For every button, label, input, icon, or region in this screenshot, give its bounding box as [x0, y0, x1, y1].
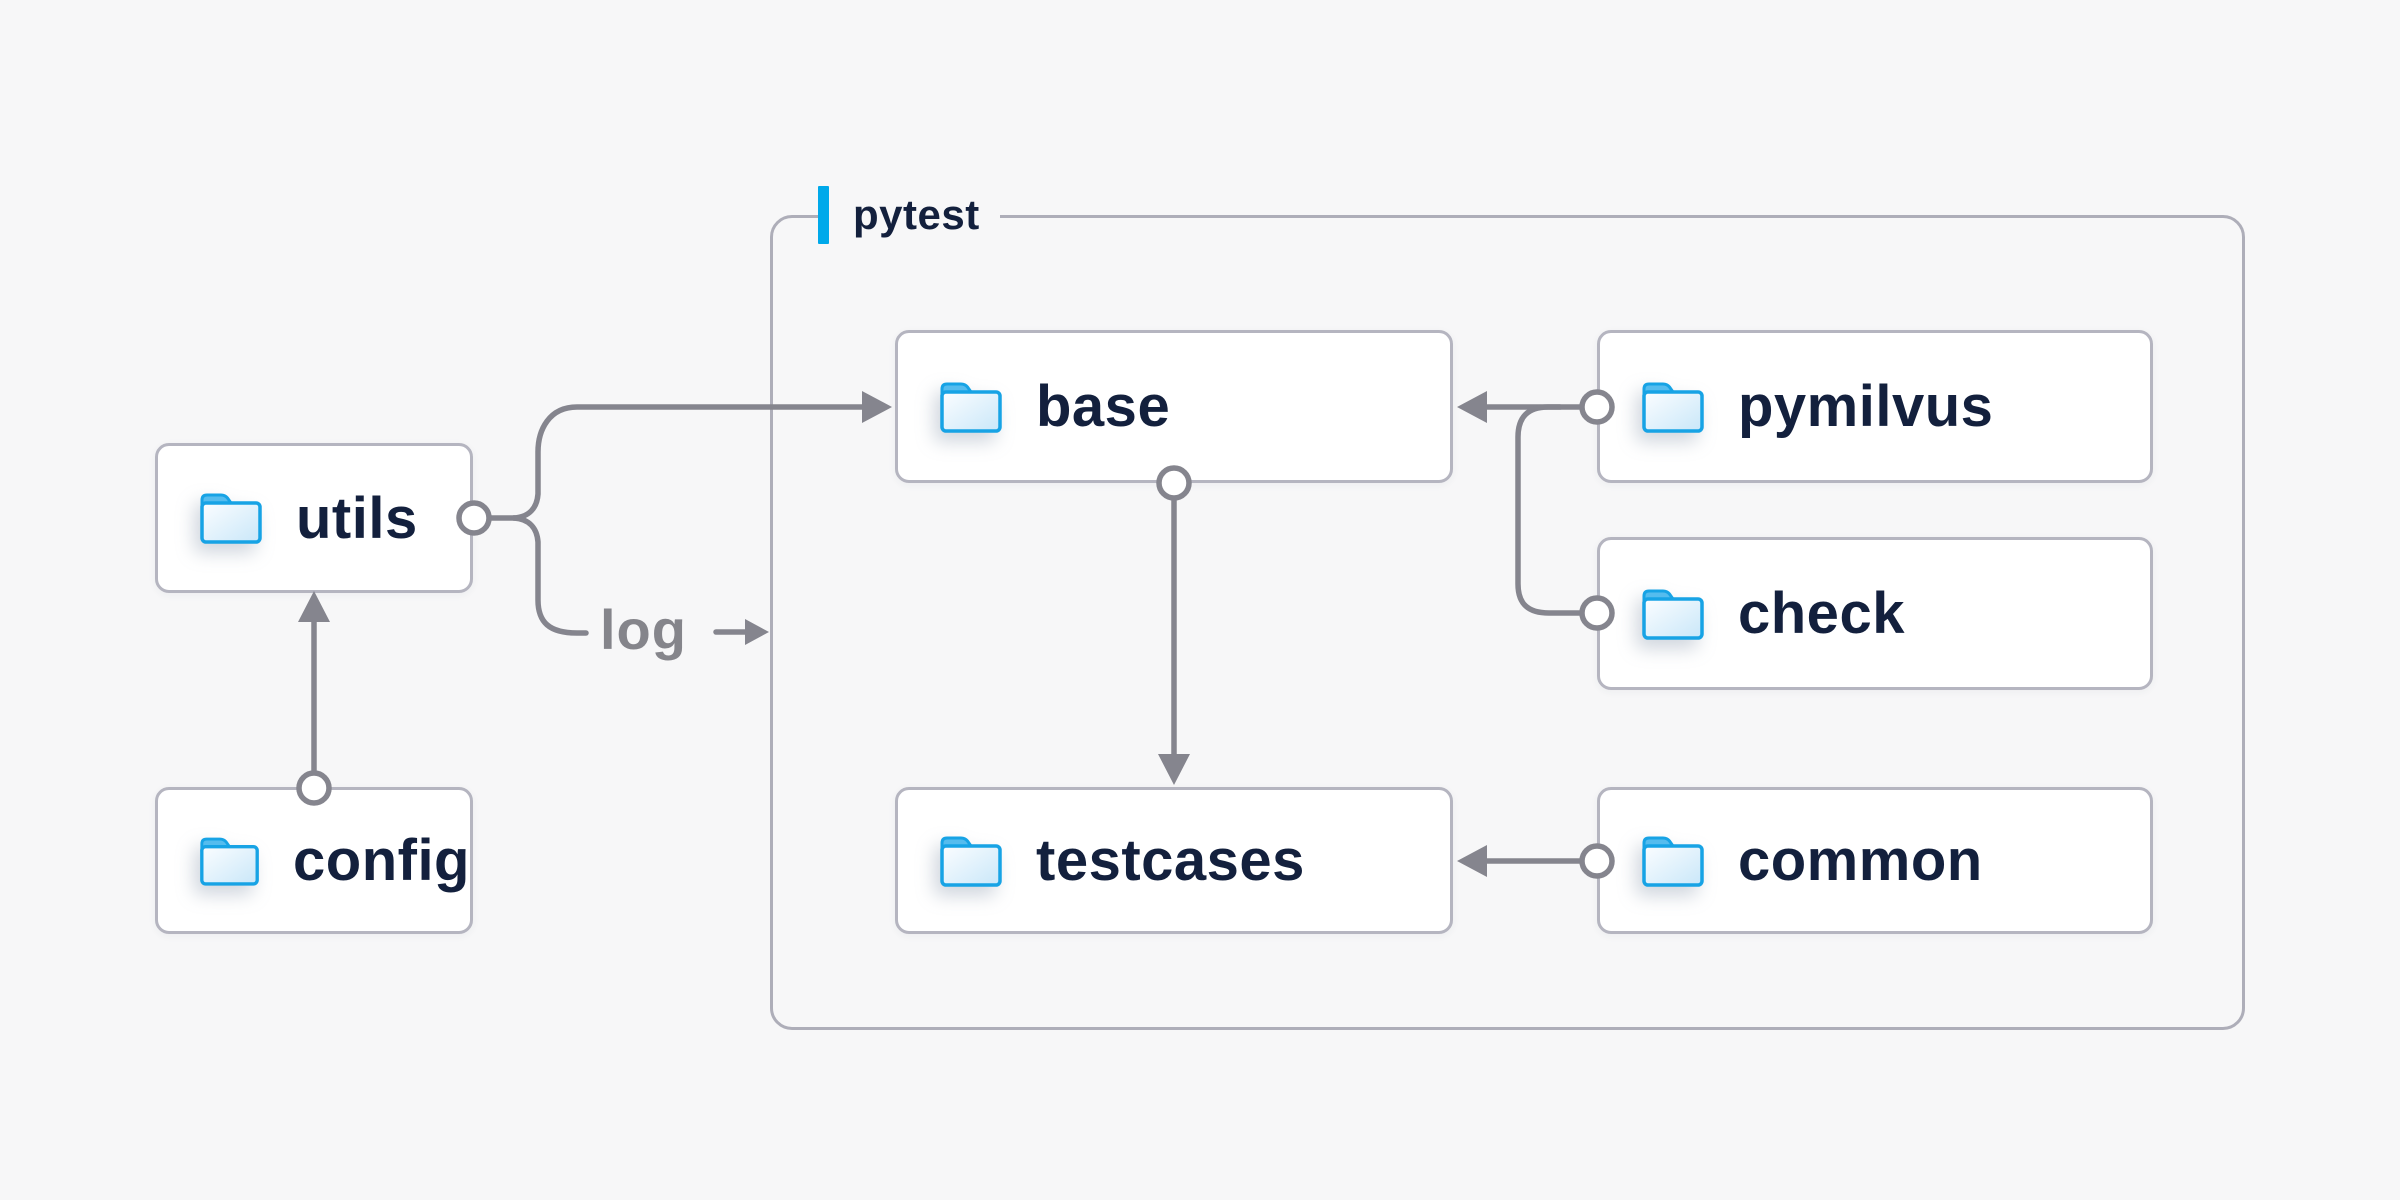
node-label: testcases [1036, 828, 1305, 893]
folder-icon [1642, 836, 1704, 887]
pytest-container [770, 215, 2245, 1030]
pytest-label-text: pytest [853, 191, 980, 238]
node-base: base [895, 330, 1453, 483]
folder-icon [1642, 382, 1704, 433]
folder-icon [940, 382, 1002, 433]
edge-config-utils [296, 591, 332, 806]
folder-icon [1642, 589, 1704, 640]
node-common: common [1597, 787, 2153, 934]
node-utils: utils [155, 443, 473, 593]
folder-icon [200, 493, 262, 544]
node-label: utils [296, 485, 418, 551]
node-label: check [1738, 581, 1905, 646]
node-label: config [293, 828, 470, 893]
edge-log-label: log [600, 597, 687, 661]
node-label: common [1738, 828, 1983, 893]
node-check: check [1597, 537, 2153, 690]
folder-icon [940, 836, 1002, 887]
pytest-label: pytest [818, 184, 1000, 246]
folder-icon [200, 837, 259, 886]
node-testcases: testcases [895, 787, 1453, 934]
node-label: base [1036, 374, 1171, 439]
pytest-accent-bar [818, 186, 829, 244]
node-config: config [155, 787, 473, 934]
node-pymilvus: pymilvus [1597, 330, 2153, 483]
node-label: pymilvus [1738, 374, 1994, 439]
